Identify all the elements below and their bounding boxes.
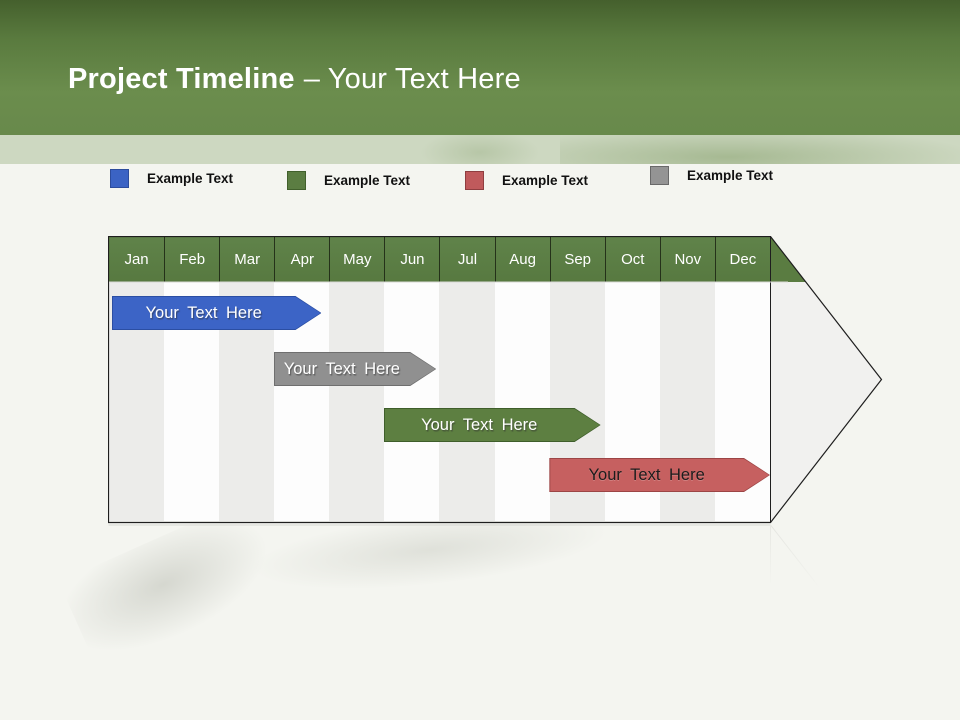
legend-label: Example Text (147, 171, 234, 186)
legend-swatch (287, 171, 306, 190)
legend-swatch (110, 169, 129, 188)
month-cell-jan: Jan (124, 251, 149, 268)
month-cell-apr: Apr (274, 237, 329, 282)
column-stripe (384, 282, 440, 521)
month-cell-mar: Mar (219, 237, 274, 282)
timeline-bar: Your Text Here (274, 352, 437, 386)
page-title-main: Project Timeline (68, 63, 295, 95)
month-cell-may: May (329, 237, 384, 282)
month-cell-nov: Nov (659, 237, 715, 282)
column-stripe (329, 282, 385, 521)
month-cell-jul: Jul (439, 237, 494, 282)
background-figure-arm (420, 135, 540, 164)
timeline-bar: Your Text Here (384, 408, 601, 442)
month-cell-dec: Dec (714, 237, 770, 282)
month-cell-aug: Aug (494, 237, 550, 282)
bar-label: Your Text Here (145, 304, 262, 322)
background-figure-torso (560, 135, 960, 164)
legend-label: Example Text (324, 173, 411, 188)
legend-label: Example Text (502, 173, 589, 188)
column-stripe (439, 282, 495, 521)
title-band: Project Timeline– Your Text Here (0, 0, 960, 135)
sub-band (0, 135, 960, 164)
legend-label: Example Text (687, 168, 774, 183)
arrow-tip-header (770, 236, 881, 282)
bar-label: Your Text Here (283, 360, 400, 378)
legend-swatch (465, 171, 484, 190)
timeline-bar: Your Text Here (112, 296, 322, 330)
page-title-suffix: – Your Text Here (303, 63, 521, 95)
month-cell-oct: Oct (604, 237, 660, 282)
column-stripe (494, 282, 550, 521)
month-cell-feb: Feb (164, 237, 219, 282)
arrow-tip (770, 236, 881, 522)
bar-label: Your Text Here (421, 416, 538, 434)
legend-swatch (650, 166, 669, 185)
month-cell-sep: Sep (549, 237, 605, 282)
timeline-bar: Your Text Here (549, 458, 770, 492)
chart-reflection (108, 523, 884, 620)
page-title: Project Timeline– Your Text Here (68, 63, 521, 96)
month-cell-jun: Jun (384, 237, 439, 282)
bar-label: Your Text Here (588, 466, 705, 484)
